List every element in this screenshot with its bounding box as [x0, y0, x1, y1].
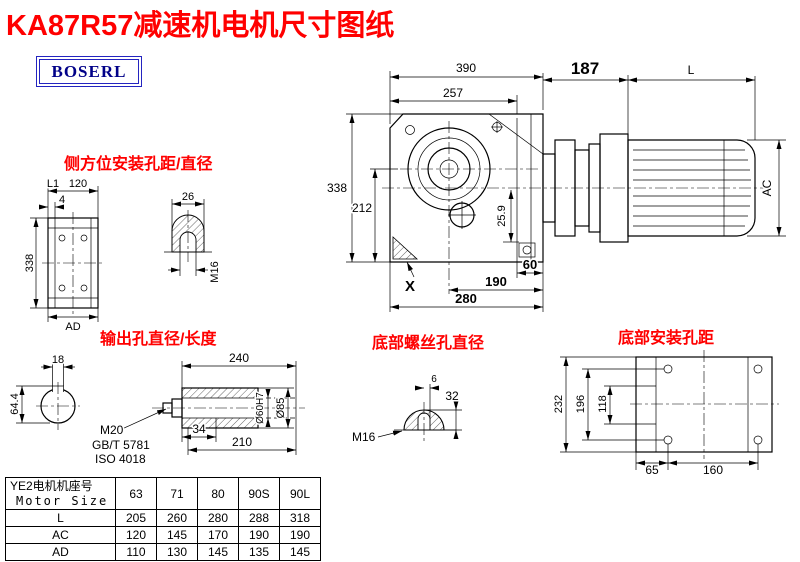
dim-label-ac: AC	[760, 179, 774, 196]
section-label-output: 输出孔直径/长度	[100, 331, 217, 348]
table-cell: 135	[238, 543, 280, 561]
table-cell: 145	[279, 543, 321, 561]
brand-logo-text: BOSERL	[39, 59, 139, 84]
size-header-en: Motor Size	[16, 493, 109, 508]
table-row-label: L	[5, 509, 116, 527]
size-header-cn: YE2电机机座号	[10, 478, 93, 493]
dim-label-l1: L1	[47, 178, 59, 190]
table-row-ad: AD 110 130 145 135 145	[5, 543, 321, 561]
table-cell: 205	[115, 509, 157, 527]
brand-logo: BOSERL	[36, 56, 142, 87]
dim-label-side-m16: M16	[209, 261, 221, 282]
dim-label-65: 65	[645, 463, 659, 475]
dim-label-34: 34	[192, 422, 206, 436]
dim-label-60: 60	[523, 257, 537, 272]
table-col-header-63: 63	[115, 477, 157, 510]
dim-label-x: X	[405, 278, 415, 295]
dim-label-118: 118	[597, 395, 609, 413]
table-col-header-90s: 90S	[238, 477, 280, 510]
table-cell-size-header: YE2电机机座号 Motor Size	[5, 477, 116, 510]
table-cell: 145	[156, 526, 198, 544]
dim-label-screw-m16: M16	[352, 430, 376, 444]
section-label-bottom-screw: 底部螺丝孔直径	[372, 335, 485, 352]
dim-label-196: 196	[575, 395, 587, 413]
table-header-row: YE2电机机座号 Motor Size 63 71 80 90S 90L	[5, 477, 321, 510]
table-col-header-80: 80	[197, 477, 239, 510]
table-cell: 190	[279, 526, 321, 544]
dim-label-390: 390	[456, 61, 476, 75]
table-cell: 288	[238, 509, 280, 527]
dim-label-190: 190	[485, 274, 507, 289]
table-cell: 110	[115, 543, 157, 561]
table-row-label: AD	[5, 543, 116, 561]
section-label-bottom-mount: 底部安装孔距	[618, 330, 715, 347]
dim-label-motor-l: L	[688, 63, 695, 77]
dim-label-32: 32	[445, 389, 459, 403]
dim-label-240: 240	[229, 351, 249, 365]
dim-label-160: 160	[703, 463, 723, 475]
table-cell: 190	[238, 526, 280, 544]
page-title: KA87R57减速机电机尺寸图纸	[6, 10, 395, 42]
table-cell: 130	[156, 543, 198, 561]
side-mount-drawing: L1 120 4 338 AD 26	[23, 177, 223, 335]
bolt-spec-gb: GB/T 5781	[92, 438, 150, 452]
table-row-label: AC	[5, 526, 116, 544]
dim-label-4: 4	[59, 194, 65, 206]
dim-label-210: 210	[232, 435, 252, 449]
dim-label-6: 6	[431, 374, 437, 385]
section-label-side-mount: 侧方位安装孔距/直径	[64, 156, 213, 173]
dim-label-25-9: 25.9	[496, 205, 508, 226]
dim-label-side-338: 338	[24, 254, 36, 272]
table-row-ac: AC 120 145 170 190 190	[5, 526, 321, 544]
dim-label-187: 187	[571, 59, 599, 78]
table-col-header-71: 71	[156, 477, 198, 510]
technical-drawing-canvas: 390 257 187 L 338 212 AC	[8, 58, 786, 475]
dim-label-280: 280	[455, 291, 477, 306]
table-cell: 170	[197, 526, 239, 544]
output-shaft-drawing: 18 64.4 240 34	[8, 350, 305, 468]
dim-label-26: 26	[182, 191, 194, 203]
dim-label-120: 120	[69, 178, 87, 190]
table-row-l: L 205 260 280 288 318	[5, 509, 321, 527]
table-cell: 280	[197, 509, 239, 527]
dim-label-257: 257	[443, 86, 463, 100]
table-cell: 260	[156, 509, 198, 527]
dim-label-d85: Ø85	[275, 398, 287, 419]
dim-label-d60h7: Ø60H7	[255, 392, 266, 424]
dim-label-232: 232	[553, 395, 565, 413]
table-cell: 120	[115, 526, 157, 544]
bolt-spec-m20: M20	[100, 423, 124, 437]
table-col-header-90l: 90L	[279, 477, 321, 510]
motor-size-table: YE2电机机座号 Motor Size 63 71 80 90S 90L L 2…	[5, 477, 321, 561]
bolt-spec-iso: ISO 4018	[95, 452, 146, 466]
dim-label-64-4: 64.4	[9, 393, 21, 414]
dim-label-ad: AD	[65, 321, 80, 333]
dim-label-212: 212	[352, 201, 372, 215]
dim-label-main-338: 338	[327, 181, 347, 195]
main-assembly-drawing: 390 257 187 L 338 212 AC	[325, 58, 786, 312]
bottom-screw-drawing: 6 32 M16	[351, 373, 462, 446]
bottom-mount-drawing: 232 196 118 65 160	[552, 350, 779, 475]
dim-label-18: 18	[52, 354, 64, 366]
table-cell: 145	[197, 543, 239, 561]
table-cell: 318	[279, 509, 321, 527]
